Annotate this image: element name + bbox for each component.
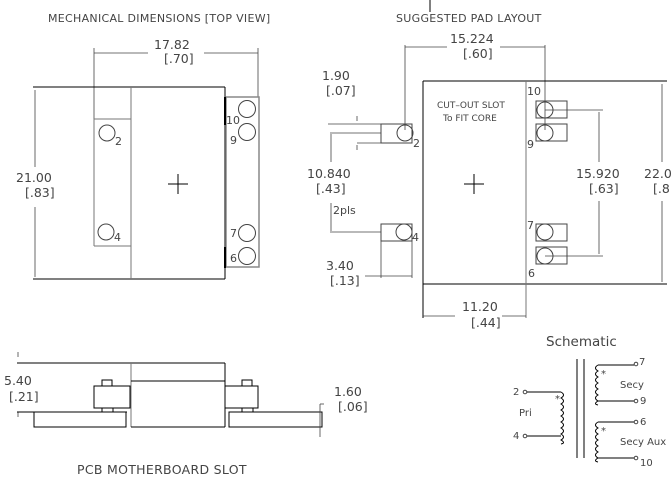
slot-width-in: [.44] <box>471 315 501 330</box>
pad-label: 2 <box>413 137 420 150</box>
side-view: 5.40 [.21] 1.60 [.06] PCB MOTHERBOARD SL… <box>4 352 368 477</box>
pin-label: 4 <box>114 231 121 244</box>
pad-6 <box>535 246 568 265</box>
pcb-thickness-mm: 1.60 <box>334 384 362 399</box>
pin-4-hole <box>97 223 115 241</box>
terminal <box>633 398 639 404</box>
pad-span-mm: 15.224 <box>450 31 494 46</box>
pad-width-mm: 1.90 <box>322 68 350 83</box>
schematic: Schematic 2 * 4 Pri 7 * 9 Secy 6 * 10 Se… <box>513 334 666 469</box>
secondary-label: Secy <box>620 380 644 391</box>
pad-7-hole <box>536 223 554 241</box>
dot-marker: * <box>601 426 606 437</box>
aux-label: Secy Aux <box>620 437 666 448</box>
pitch-in: [.43] <box>316 181 346 196</box>
sch-pin-4: 4 <box>513 431 519 442</box>
pad-label: 4 <box>412 231 419 244</box>
pin-7-hole <box>238 224 256 242</box>
bobbin-tab-left <box>93 385 131 409</box>
pad-2-hole <box>396 124 414 142</box>
primary-label: Pri <box>519 408 532 419</box>
pin-label: 6 <box>230 252 237 265</box>
pitch-mm: 10.840 <box>307 166 351 181</box>
pad-length-mm: 3.40 <box>326 258 354 273</box>
dot-marker: * <box>601 369 606 380</box>
pin-label: 10 <box>226 114 240 127</box>
pad-4-hole <box>395 223 413 241</box>
pad-label: 9 <box>527 138 534 151</box>
pin-strip <box>225 96 260 268</box>
pad-label: 6 <box>528 267 535 280</box>
pin-bottom-left <box>101 407 114 413</box>
pcb-left <box>33 411 127 428</box>
sch-pin-9: 9 <box>640 396 646 407</box>
cutout-label-line2: To FIT CORE <box>442 114 497 124</box>
sch-pin-10: 10 <box>640 458 653 469</box>
pad-label: 10 <box>527 85 541 98</box>
top-view-title: MECHANICAL DIMENSIONS [TOP VIEW] <box>48 12 270 25</box>
slot-width-mm: 11.20 <box>462 299 498 314</box>
pad-layout: SUGGESTED PAD LAYOUT 15.224 [.60] CUT–OU… <box>307 0 671 330</box>
pin-label: 2 <box>115 135 122 148</box>
side-view-title: PCB MOTHERBOARD SLOT <box>77 462 247 477</box>
pad-2 <box>380 123 413 144</box>
pad-9 <box>535 123 568 142</box>
cutout-label-line1: CUT–OUT SLOT <box>437 101 505 111</box>
side-height-in: [.21] <box>9 389 39 404</box>
terminal <box>633 419 639 425</box>
pad-10 <box>535 100 568 119</box>
top-view: MECHANICAL DIMENSIONS [TOP VIEW] 17.82 [… <box>16 12 270 280</box>
sch-pin-2: 2 <box>513 387 519 398</box>
top-width-in: [.70] <box>164 51 194 66</box>
sch-pin-7: 7 <box>639 357 645 368</box>
pitch-note: 2pls <box>333 204 356 217</box>
pad-span-in: [.60] <box>463 46 493 61</box>
pad-height-in: [.8 <box>653 181 670 196</box>
pad-height-mm: 22.0 <box>644 166 671 181</box>
primary-coil <box>560 391 564 445</box>
pin-bottom-right <box>241 407 254 413</box>
pin-label: 7 <box>230 227 237 240</box>
pin-top-left <box>101 379 113 387</box>
top-height-mm: 21.00 <box>16 170 52 185</box>
pad-label: 7 <box>527 219 534 232</box>
right-pitch-mm: 15.920 <box>576 166 620 181</box>
top-height-in: [.83] <box>25 185 55 200</box>
pad-7 <box>535 223 568 242</box>
aux-coil <box>595 421 599 463</box>
pin-9-hole <box>238 123 256 141</box>
terminal <box>522 389 528 395</box>
terminal <box>522 433 528 439</box>
pin-label: 9 <box>230 134 237 147</box>
terminal <box>633 455 639 461</box>
right-pitch-in: [.63] <box>589 181 619 196</box>
pin-10-hole <box>238 100 256 118</box>
pin-2-hole <box>98 124 116 142</box>
pcb-thickness-in: [.06] <box>338 399 368 414</box>
pin-6-hole <box>238 247 256 265</box>
dot-marker: * <box>555 394 560 405</box>
terminal <box>633 361 639 367</box>
bobbin-tab-right <box>224 385 259 409</box>
pad-layout-title: SUGGESTED PAD LAYOUT <box>396 12 542 25</box>
pin-top-right <box>241 379 253 387</box>
sch-pin-6: 6 <box>640 417 646 428</box>
side-height-mm: 5.40 <box>4 373 32 388</box>
pad-width-in: [.07] <box>326 83 356 98</box>
pad-length-in: [.13] <box>330 273 360 288</box>
top-width-mm: 17.82 <box>154 37 190 52</box>
schematic-title: Schematic <box>546 334 617 350</box>
pad-9-hole <box>536 124 554 142</box>
pcb-right <box>228 411 323 428</box>
secondary-coil <box>595 364 599 406</box>
